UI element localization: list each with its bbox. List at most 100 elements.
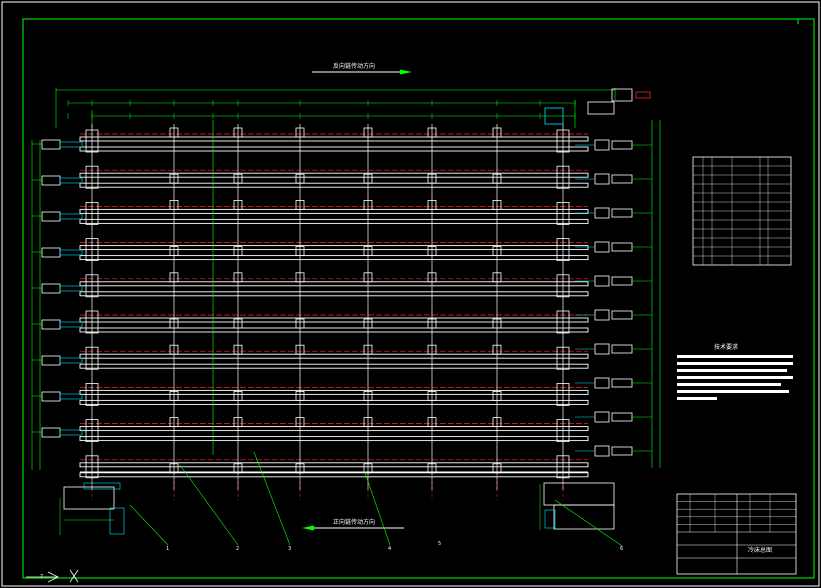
note-line xyxy=(677,369,787,372)
bearing-block xyxy=(363,272,373,283)
right-drive-reducer xyxy=(611,446,633,456)
left-drive-motor xyxy=(41,427,61,438)
right-drive-reducer xyxy=(611,140,633,150)
right-drive-reducer xyxy=(611,174,633,184)
callout-leaders xyxy=(129,451,623,547)
rail-bar xyxy=(79,363,589,369)
bearing-block xyxy=(492,246,502,257)
bearing-block xyxy=(169,173,179,184)
end-bearing xyxy=(556,419,570,443)
origin-marker xyxy=(26,569,79,583)
bearing-block xyxy=(233,463,243,474)
end-bearing xyxy=(556,129,570,153)
bearing-block xyxy=(427,463,437,474)
bearing-block xyxy=(363,344,373,355)
bearing-block xyxy=(295,417,305,428)
rail-bar xyxy=(79,172,589,178)
left-drive-shaft xyxy=(59,321,83,328)
left-drive-shaft xyxy=(59,177,83,184)
bearing-block xyxy=(295,344,305,355)
bearing-block xyxy=(233,246,243,257)
rail-bar xyxy=(79,208,589,214)
callout-4: 4 xyxy=(388,546,391,552)
end-bearing xyxy=(85,274,99,298)
left-dimension-column xyxy=(31,140,41,470)
left-drive-shaft xyxy=(59,393,83,400)
callout-3: 3 xyxy=(288,546,291,552)
callout-2: 2 xyxy=(236,546,239,552)
rail-bar xyxy=(79,281,589,287)
bearing-block xyxy=(363,199,373,210)
right-drive-motor xyxy=(594,377,610,389)
support-columns xyxy=(91,124,564,500)
bearing-block xyxy=(169,272,179,283)
left-drive-shaft xyxy=(59,213,83,220)
left-drive-motor xyxy=(41,319,61,330)
bearing-block xyxy=(233,173,243,184)
end-bearing xyxy=(556,201,570,225)
bearing-block xyxy=(492,173,502,184)
bearing-block xyxy=(427,417,437,428)
rail-bar xyxy=(79,327,589,333)
note-line xyxy=(677,390,789,393)
left-drive-shaft xyxy=(59,285,83,292)
left-drive-shaft xyxy=(59,357,83,364)
bearing-block xyxy=(427,390,437,401)
rail-bar xyxy=(79,353,589,359)
right-drive-reducer xyxy=(611,378,633,388)
right-drive-reducer xyxy=(611,276,633,286)
left-drive-units xyxy=(32,139,83,438)
callout-1: 1 xyxy=(166,546,169,552)
rail-bar xyxy=(79,436,589,442)
roller-rails xyxy=(79,133,589,478)
right-drive-motor xyxy=(594,343,610,355)
left-drive-motor xyxy=(41,283,61,294)
bearing-block xyxy=(427,344,437,355)
parts-table xyxy=(692,156,792,266)
technical-requirements: 技术要求 xyxy=(677,343,793,400)
bearing-block xyxy=(233,318,243,329)
bearing-block xyxy=(233,199,243,210)
rail-bar xyxy=(79,426,589,432)
bearing-block xyxy=(295,127,305,138)
note-line xyxy=(677,376,793,379)
rail-bar xyxy=(79,255,589,261)
bearing-block xyxy=(295,318,305,329)
bearing-block xyxy=(295,390,305,401)
end-bearing xyxy=(85,382,99,406)
bearing-block xyxy=(363,417,373,428)
rail-bar xyxy=(79,462,589,468)
right-drive-reducer xyxy=(611,310,633,320)
note-line xyxy=(677,355,793,358)
top-right-motor xyxy=(544,88,651,125)
bearing-block xyxy=(169,463,179,474)
end-bearing xyxy=(85,310,99,334)
rail-bar xyxy=(79,146,589,152)
end-bearing xyxy=(556,455,570,479)
bearing-block xyxy=(427,318,437,329)
rail-bar xyxy=(79,182,589,188)
bearing-block xyxy=(295,272,305,283)
bearing-block xyxy=(363,390,373,401)
bearing-block xyxy=(427,246,437,257)
end-bearing xyxy=(85,419,99,443)
top-dimension-ticks xyxy=(67,100,576,119)
bearing-block xyxy=(492,417,502,428)
end-bearing xyxy=(556,310,570,334)
bearing-block xyxy=(169,344,179,355)
callout-5: 5 xyxy=(438,541,441,547)
note-line xyxy=(677,383,781,386)
bearing-block xyxy=(169,417,179,428)
right-drive-motor xyxy=(594,411,610,423)
rail-bar xyxy=(79,389,589,395)
rail-bar xyxy=(79,136,589,142)
callout-6: 6 xyxy=(620,546,623,552)
bearing-block xyxy=(233,390,243,401)
end-bearing xyxy=(85,201,99,225)
bottom-direction-arrow: 正向链传动方向 xyxy=(302,518,404,531)
bearing-block xyxy=(492,127,502,138)
left-drive-motor xyxy=(41,211,61,222)
bearing-block xyxy=(427,173,437,184)
right-drive-motor xyxy=(594,309,610,321)
left-drive-shaft xyxy=(59,141,83,148)
